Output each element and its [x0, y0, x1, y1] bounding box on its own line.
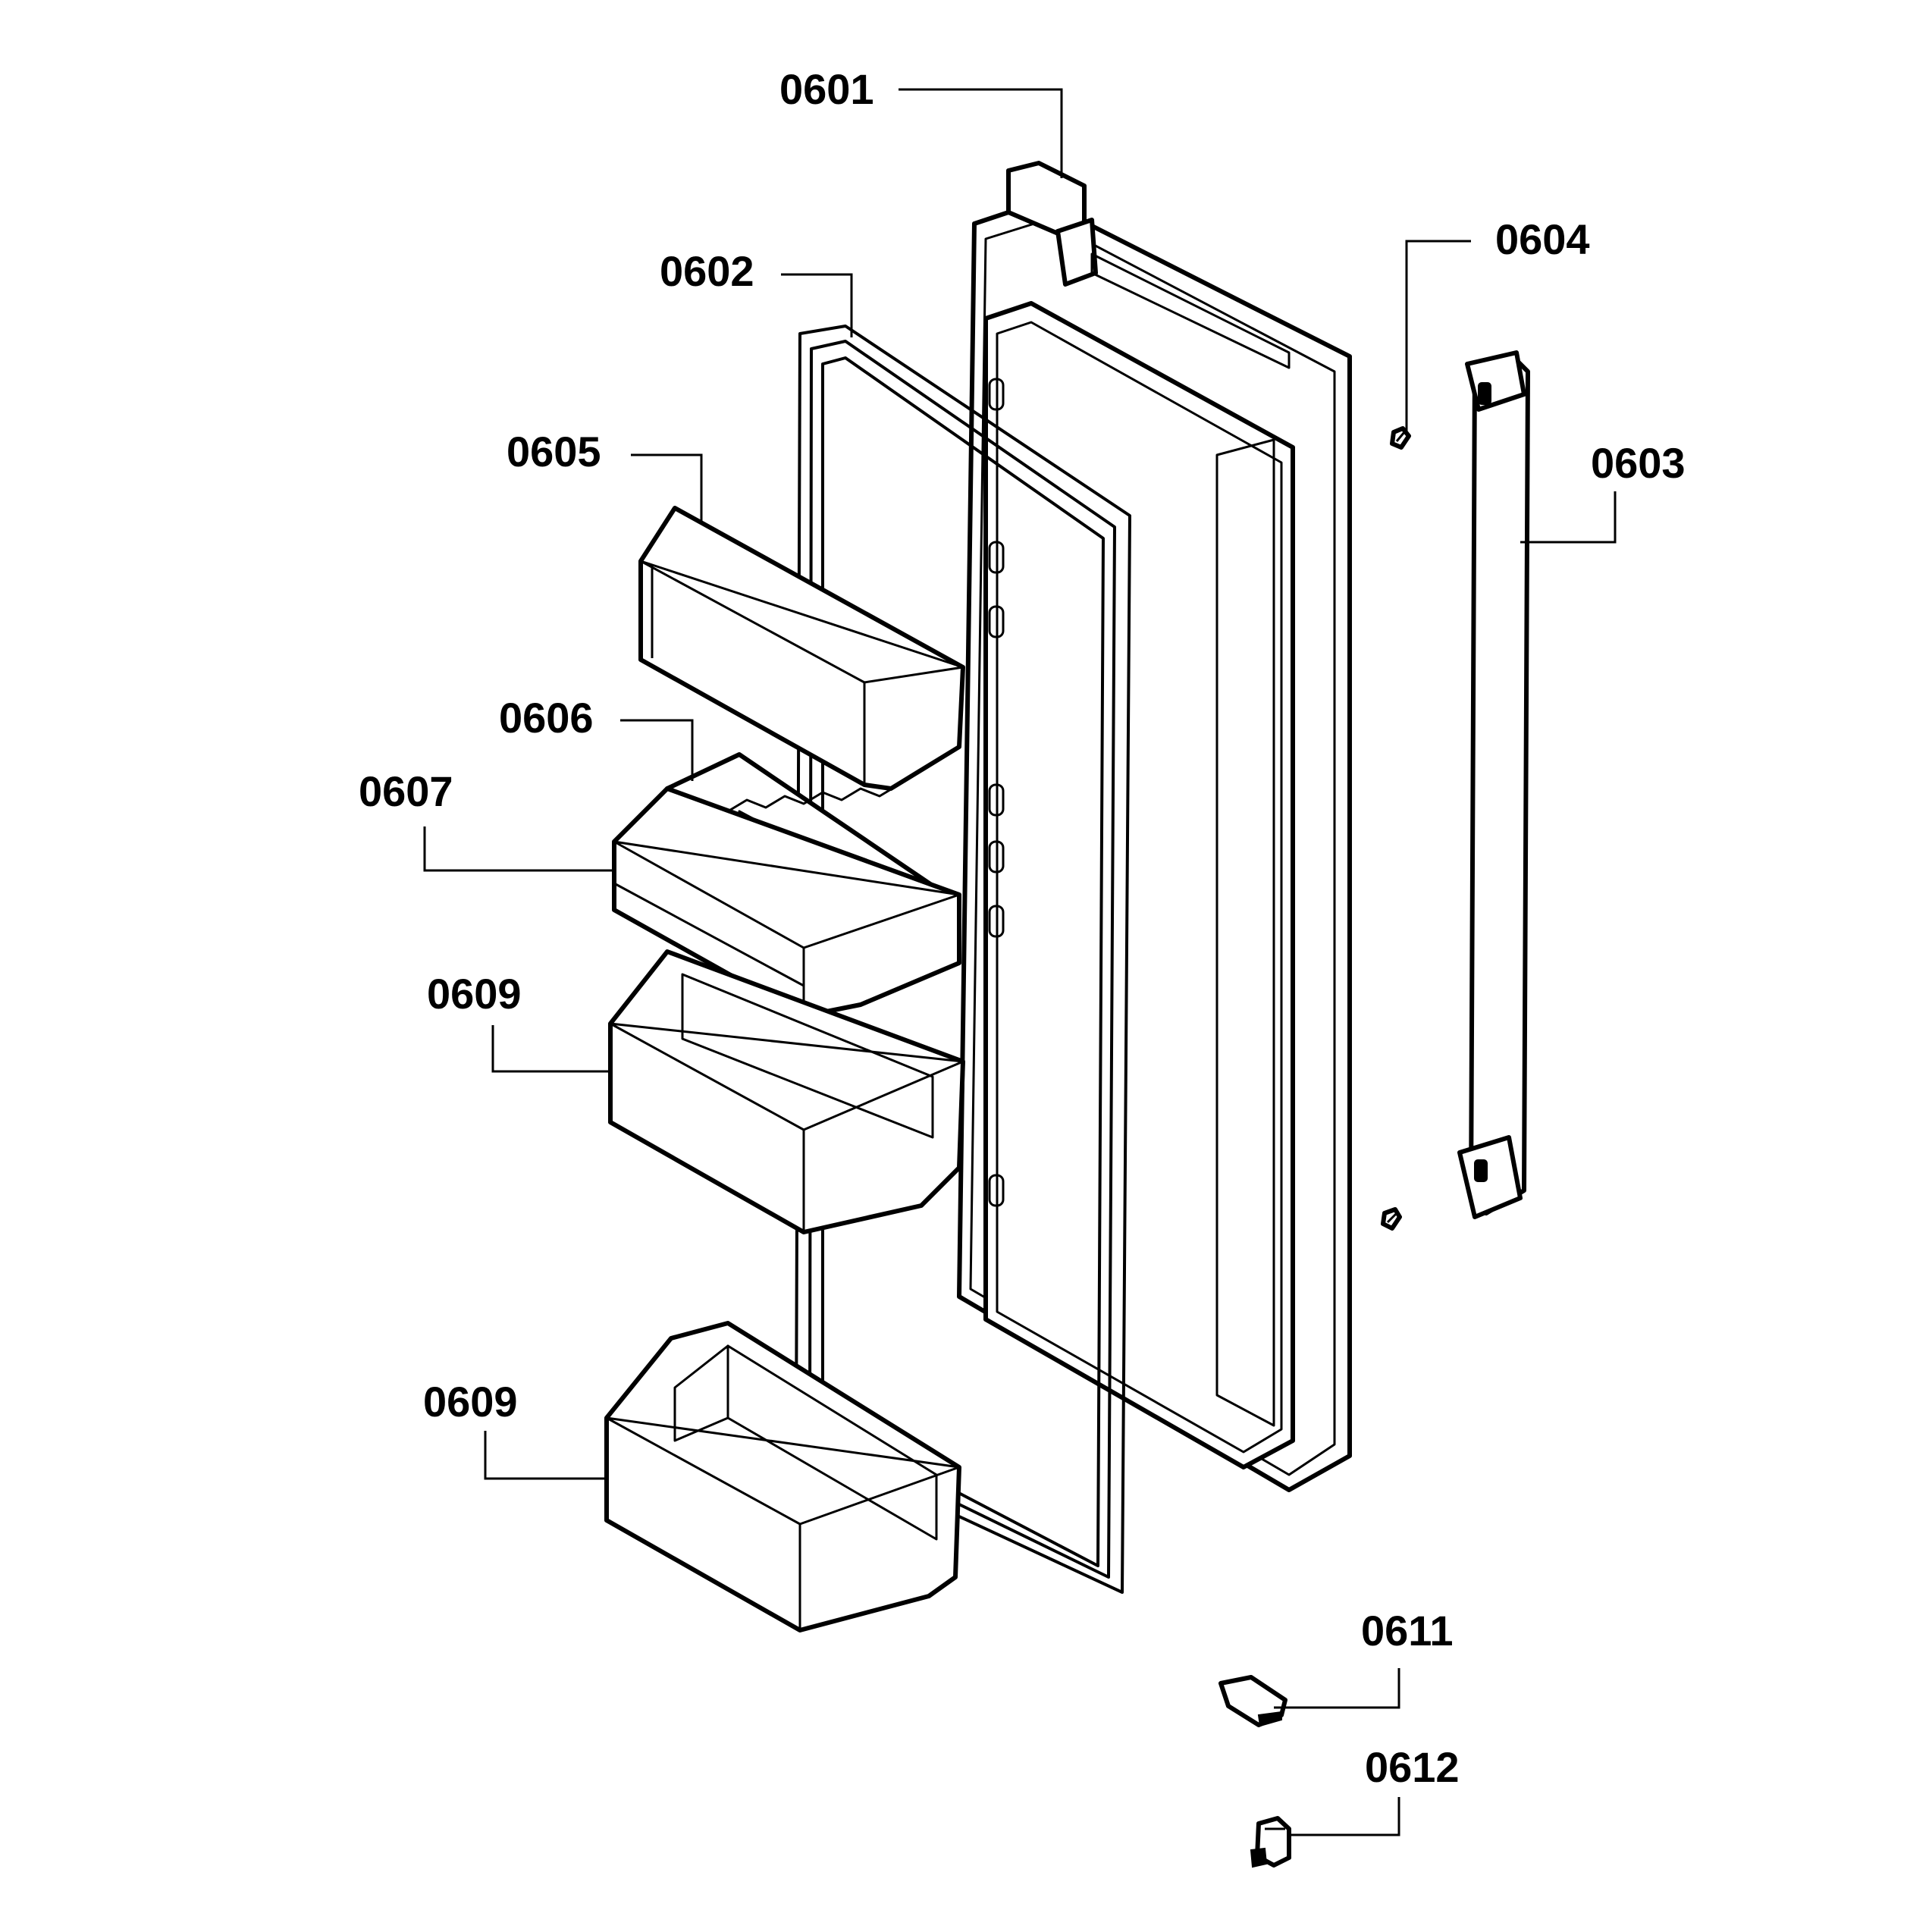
hinge-bracket [1250, 1816, 1291, 1868]
label-0611: 0611 [1361, 1607, 1454, 1654]
door-bin-lower-2 [604, 1321, 961, 1632]
door-bin-middle [612, 786, 961, 1018]
leader-lines [423, 88, 1617, 1836]
label-0603: 0603 [1591, 439, 1686, 487]
door-gasket [795, 325, 1131, 1594]
label-0605: 0605 [507, 428, 601, 475]
label-0612: 0612 [1365, 1743, 1460, 1791]
door-outer-panel [957, 161, 1352, 1492]
door-bin-top [638, 506, 965, 791]
label-0604: 0604 [1495, 215, 1590, 263]
handle-screw-top [1390, 426, 1411, 450]
label-0601: 0601 [779, 65, 874, 113]
label-0607: 0607 [359, 767, 453, 815]
label-0609-upper: 0609 [427, 970, 522, 1018]
label-0606: 0606 [499, 694, 594, 742]
hinge-cover [1218, 1675, 1287, 1727]
label-0609-lower: 0609 [423, 1378, 518, 1425]
door-handle [1457, 350, 1530, 1219]
handle-screw-bottom [1381, 1207, 1402, 1231]
label-0602: 0602 [660, 247, 754, 295]
door-bin-lower-1 [608, 949, 965, 1234]
